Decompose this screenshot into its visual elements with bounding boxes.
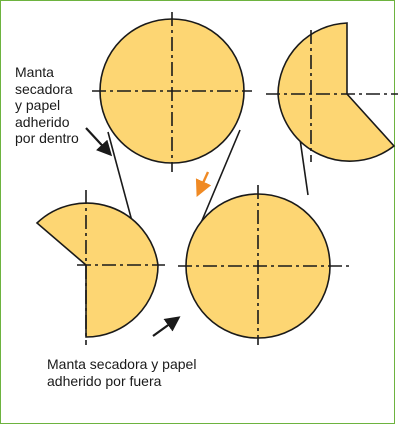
arrow-web-direction	[195, 171, 212, 198]
cylinder-bottom-left-partial	[35, 190, 165, 345]
web-segment-left-tangent	[107, 131, 134, 226]
label-felt-paper-outside: Manta secadora y papel adherido por fuer…	[47, 356, 197, 389]
cylinder-bottom-right	[178, 185, 352, 345]
label-felt-paper-inside: Manta secadora y papel adherido por dent…	[15, 64, 79, 146]
arrow-outside-pointer	[152, 316, 181, 337]
arrow-inside-pointer	[85, 127, 113, 157]
cylinder-top-center	[92, 12, 252, 172]
cylinder-top-right-partial	[266, 22, 398, 162]
web-segment-center-tangent	[197, 129, 241, 231]
